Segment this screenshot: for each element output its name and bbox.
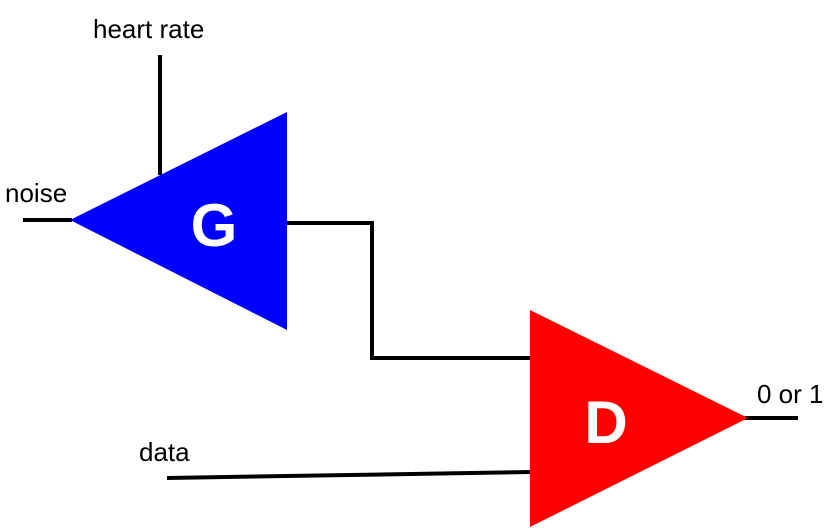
discriminator-block — [530, 310, 748, 527]
data-label: data — [139, 437, 190, 467]
generator-block — [70, 112, 287, 330]
output-label: 0 or 1 — [757, 379, 824, 409]
heart-rate-label: heart rate — [93, 14, 204, 44]
generator-to-discriminator-wire — [286, 221, 530, 360]
noise-label: noise — [5, 178, 67, 208]
data-wire — [166, 470, 531, 480]
generator-letter: G — [191, 192, 238, 259]
discriminator-letter: D — [584, 389, 627, 456]
